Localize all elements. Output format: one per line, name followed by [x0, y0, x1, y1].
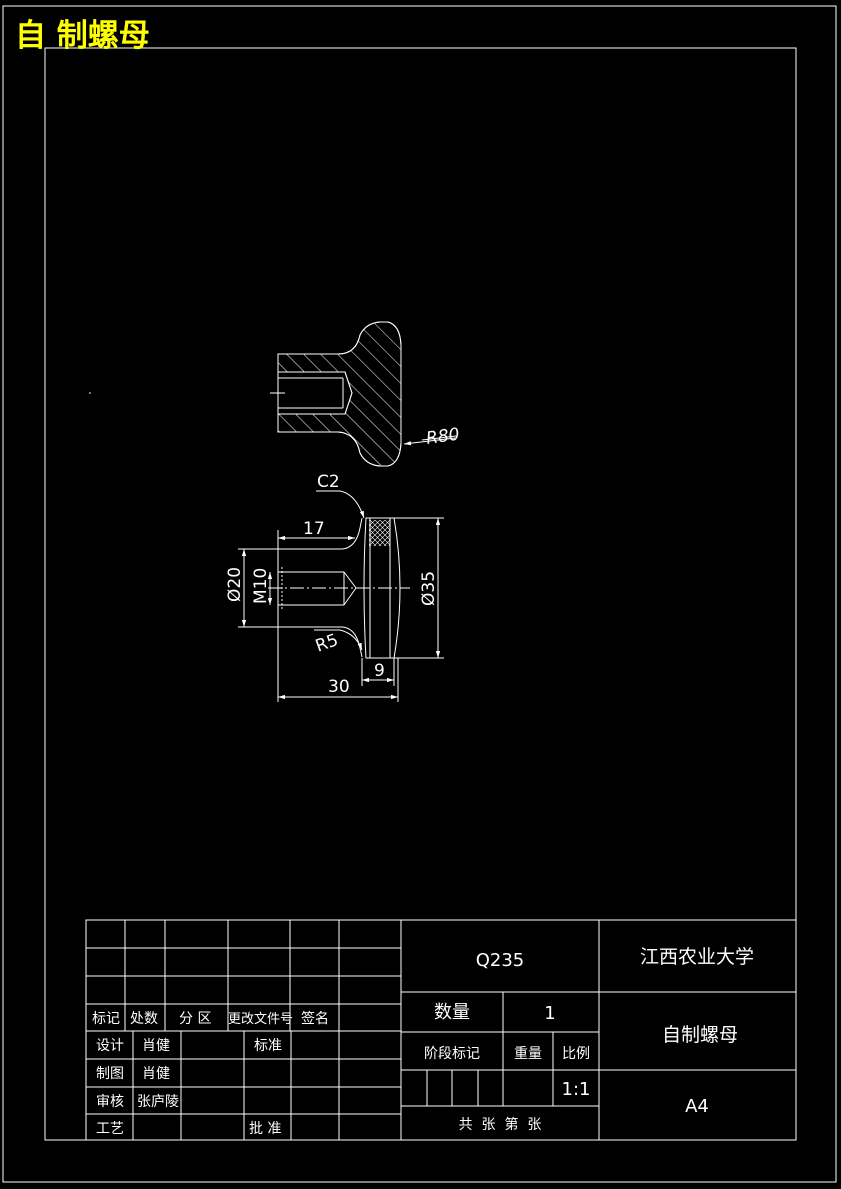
dim-30: 30 [328, 677, 350, 697]
tb-weight-label: 重量 [514, 1046, 542, 1062]
elevation-view [268, 517, 410, 659]
tb-paper-size: A4 [685, 1096, 709, 1117]
sheet-title: 自 制螺母 [15, 18, 150, 54]
tb-drawing-name: 肖健 [142, 1066, 170, 1082]
dim-9-line [361, 658, 395, 686]
tb-process-label: 工艺 [96, 1121, 124, 1137]
tb-standard-label: 标准 [254, 1038, 282, 1054]
dim-r80: R80 [425, 424, 461, 448]
tb-design-label: 设计 [96, 1038, 124, 1054]
tb-quantity-label: 数量 [434, 1002, 470, 1023]
dim-r5-leader [314, 629, 363, 651]
dim-r5: R5 [313, 630, 341, 657]
tb-scale-value: 1:1 [562, 1079, 591, 1100]
tb-quantity-value: 1 [544, 1003, 555, 1024]
tb-design-name: 肖健 [142, 1038, 170, 1054]
section-hatch [277, 321, 402, 467]
tb-material: Q235 [476, 950, 525, 971]
tb-stage-label: 阶段标记 [424, 1046, 480, 1062]
r80-leader [403, 435, 457, 446]
dim-phi35: Ø35 [419, 571, 439, 606]
tb-scale-label: 比例 [562, 1046, 590, 1062]
tb-review-name: 张庐陵 [137, 1094, 179, 1110]
dim-phi20-line [238, 548, 278, 628]
dim-17: 17 [303, 519, 325, 539]
dim-9: 9 [374, 661, 385, 681]
section-view [270, 321, 402, 467]
tb-drawing-label: 制图 [96, 1066, 124, 1082]
tb-count: 处数 [130, 1011, 158, 1027]
tb-signature: 签名 [301, 1010, 329, 1027]
dim-phi35-line [394, 517, 444, 659]
tb-zone: 分 区 [179, 1011, 211, 1027]
dim-30-line [277, 627, 399, 702]
tb-school: 江西农业大学 [640, 946, 754, 968]
stray-dot [89, 392, 91, 394]
dim-c2: C2 [317, 472, 340, 492]
outer-border [2, 5, 837, 1183]
dim-17-line [277, 530, 355, 549]
dim-c2-leader [316, 490, 365, 519]
tb-part-name: 自制螺母 [662, 1024, 738, 1046]
dim-phi20: Ø20 [225, 567, 245, 602]
dim-m10: M10 [251, 568, 271, 604]
tb-approve-label: 批 准 [249, 1121, 281, 1137]
tb-sheets: 共 张 第 张 [459, 1116, 542, 1133]
tb-mark: 标记 [92, 1011, 120, 1027]
title-block [85, 919, 797, 1141]
tb-review-label: 审核 [96, 1094, 124, 1110]
tb-doc-no: 更改文件号 [228, 1012, 293, 1027]
